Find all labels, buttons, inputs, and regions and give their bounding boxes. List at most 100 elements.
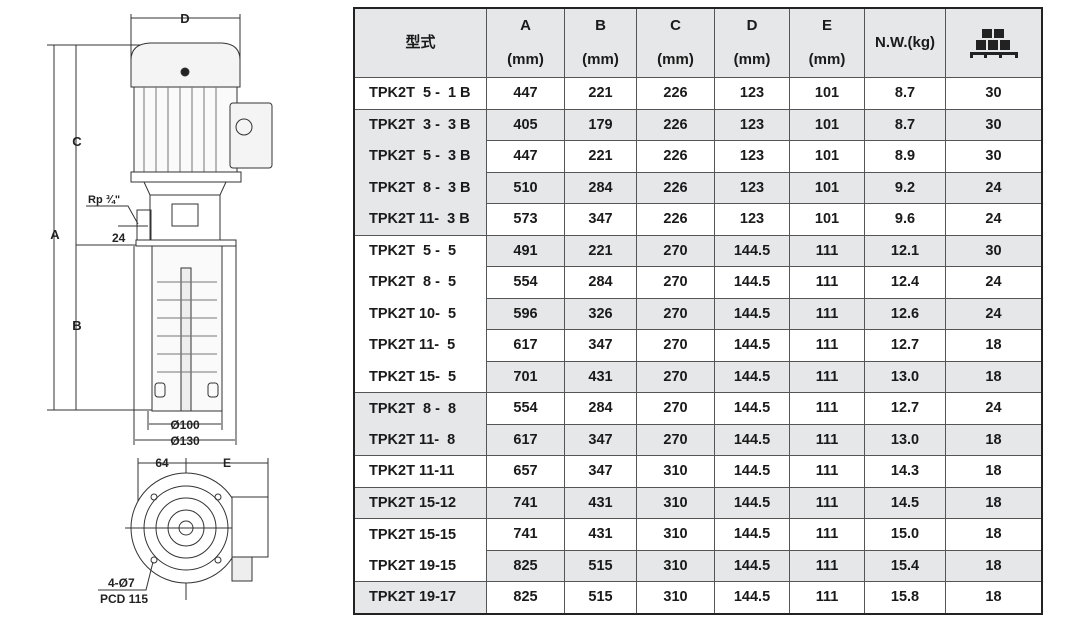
value-cell: 515 bbox=[564, 581, 637, 614]
value-cell: 741 bbox=[486, 518, 565, 551]
value-cell: 284 bbox=[564, 392, 637, 425]
value-cell: 24 bbox=[945, 297, 1043, 330]
value-cell: 144.5 bbox=[714, 234, 790, 267]
model-cell: TPK2T 8 - 5 bbox=[353, 266, 487, 298]
value-cell: 270 bbox=[636, 360, 715, 393]
value-cell: 111 bbox=[789, 297, 865, 330]
value-cell: 431 bbox=[564, 486, 637, 519]
label-holes: 4-Ø7 bbox=[108, 576, 135, 590]
value-cell: 101 bbox=[789, 108, 865, 141]
header-unit: (mm) bbox=[733, 51, 771, 68]
model-cell: TPK2T 15- 5 bbox=[353, 361, 487, 393]
pump-head bbox=[149, 194, 221, 241]
value-cell: 101 bbox=[789, 140, 865, 173]
value-cell: 617 bbox=[486, 329, 565, 362]
value-cell: 347 bbox=[564, 203, 637, 236]
value-cell: 347 bbox=[564, 455, 637, 488]
value-cell: 226 bbox=[636, 203, 715, 236]
value-cell: 111 bbox=[789, 234, 865, 267]
value-cell: 13.0 bbox=[864, 423, 946, 456]
model-cell: TPK2T 11- 5 bbox=[353, 329, 487, 361]
header-unit: (mm) bbox=[657, 51, 694, 68]
header-unit: (mm) bbox=[582, 51, 619, 68]
column-header: C (mm) bbox=[636, 7, 715, 78]
model-cell: TPK2T 5 - 1 B bbox=[353, 77, 487, 109]
label-rp: Rp ¾" bbox=[88, 194, 120, 206]
value-cell: 347 bbox=[564, 329, 637, 362]
value-cell: 144.5 bbox=[714, 581, 790, 614]
value-cell: 18 bbox=[945, 360, 1043, 393]
value-cell: 18 bbox=[945, 549, 1043, 582]
model-cell: TPK2T 5 - 3 B bbox=[353, 140, 487, 172]
value-cell: 15.0 bbox=[864, 518, 946, 551]
header-label: C bbox=[670, 17, 681, 34]
label-d: D bbox=[180, 11, 189, 26]
value-cell: 447 bbox=[486, 140, 565, 173]
label-b: B bbox=[72, 318, 81, 333]
value-cell: 101 bbox=[789, 203, 865, 236]
value-cell: 554 bbox=[486, 266, 565, 299]
column-header: E(mm) bbox=[789, 7, 865, 78]
value-cell: 18 bbox=[945, 581, 1043, 614]
value-cell: 270 bbox=[636, 297, 715, 330]
value-cell: 741 bbox=[486, 486, 565, 519]
value-cell: 12.7 bbox=[864, 392, 946, 425]
pump-dimension-drawing: D C A B Rp ¾" 24 Ø100 Ø130 64 E 4-Ø7 PCD… bbox=[47, 11, 273, 606]
value-cell: 221 bbox=[564, 77, 637, 110]
label-d130: Ø130 bbox=[170, 434, 200, 448]
value-cell: 123 bbox=[714, 203, 790, 236]
value-cell: 111 bbox=[789, 360, 865, 393]
value-cell: 24 bbox=[945, 203, 1043, 236]
column-header: 型式 bbox=[353, 7, 487, 78]
value-cell: 310 bbox=[636, 581, 715, 614]
value-cell: 8.9 bbox=[864, 140, 946, 173]
value-cell: 284 bbox=[564, 171, 637, 204]
value-cell: 123 bbox=[714, 171, 790, 204]
terminal-box-bottom bbox=[231, 496, 269, 558]
value-cell: 179 bbox=[564, 108, 637, 141]
value-cell: 284 bbox=[564, 266, 637, 299]
value-cell: 510 bbox=[486, 171, 565, 204]
value-cell: 221 bbox=[564, 234, 637, 267]
value-cell: 111 bbox=[789, 549, 865, 582]
header-label: E bbox=[821, 17, 832, 34]
motor-fan-cover bbox=[130, 42, 241, 88]
model-cell: TPK2T 11- 3 B bbox=[353, 203, 487, 235]
value-cell: 111 bbox=[789, 423, 865, 456]
value-cell: 111 bbox=[789, 455, 865, 488]
value-cell: 111 bbox=[789, 581, 865, 614]
value-cell: 30 bbox=[945, 140, 1043, 173]
value-cell: 270 bbox=[636, 392, 715, 425]
value-cell: 491 bbox=[486, 234, 565, 267]
model-cell: TPK2T 11- 8 bbox=[353, 424, 487, 456]
value-cell: 24 bbox=[945, 171, 1043, 204]
header-label: A bbox=[520, 17, 531, 34]
value-cell: 596 bbox=[486, 297, 565, 330]
value-cell: 270 bbox=[636, 329, 715, 362]
label-d100: Ø100 bbox=[170, 418, 200, 432]
value-cell: 573 bbox=[486, 203, 565, 236]
value-cell: 12.1 bbox=[864, 234, 946, 267]
value-cell: 144.5 bbox=[714, 549, 790, 582]
value-cell: 12.7 bbox=[864, 329, 946, 362]
value-cell: 144.5 bbox=[714, 392, 790, 425]
value-cell: 24 bbox=[945, 266, 1043, 299]
value-cell: 310 bbox=[636, 518, 715, 551]
value-cell: 18 bbox=[945, 423, 1043, 456]
label-64: 64 bbox=[155, 456, 169, 470]
value-cell: 111 bbox=[789, 392, 865, 425]
value-cell: 270 bbox=[636, 234, 715, 267]
value-cell: 431 bbox=[564, 518, 637, 551]
value-cell: 144.5 bbox=[714, 329, 790, 362]
